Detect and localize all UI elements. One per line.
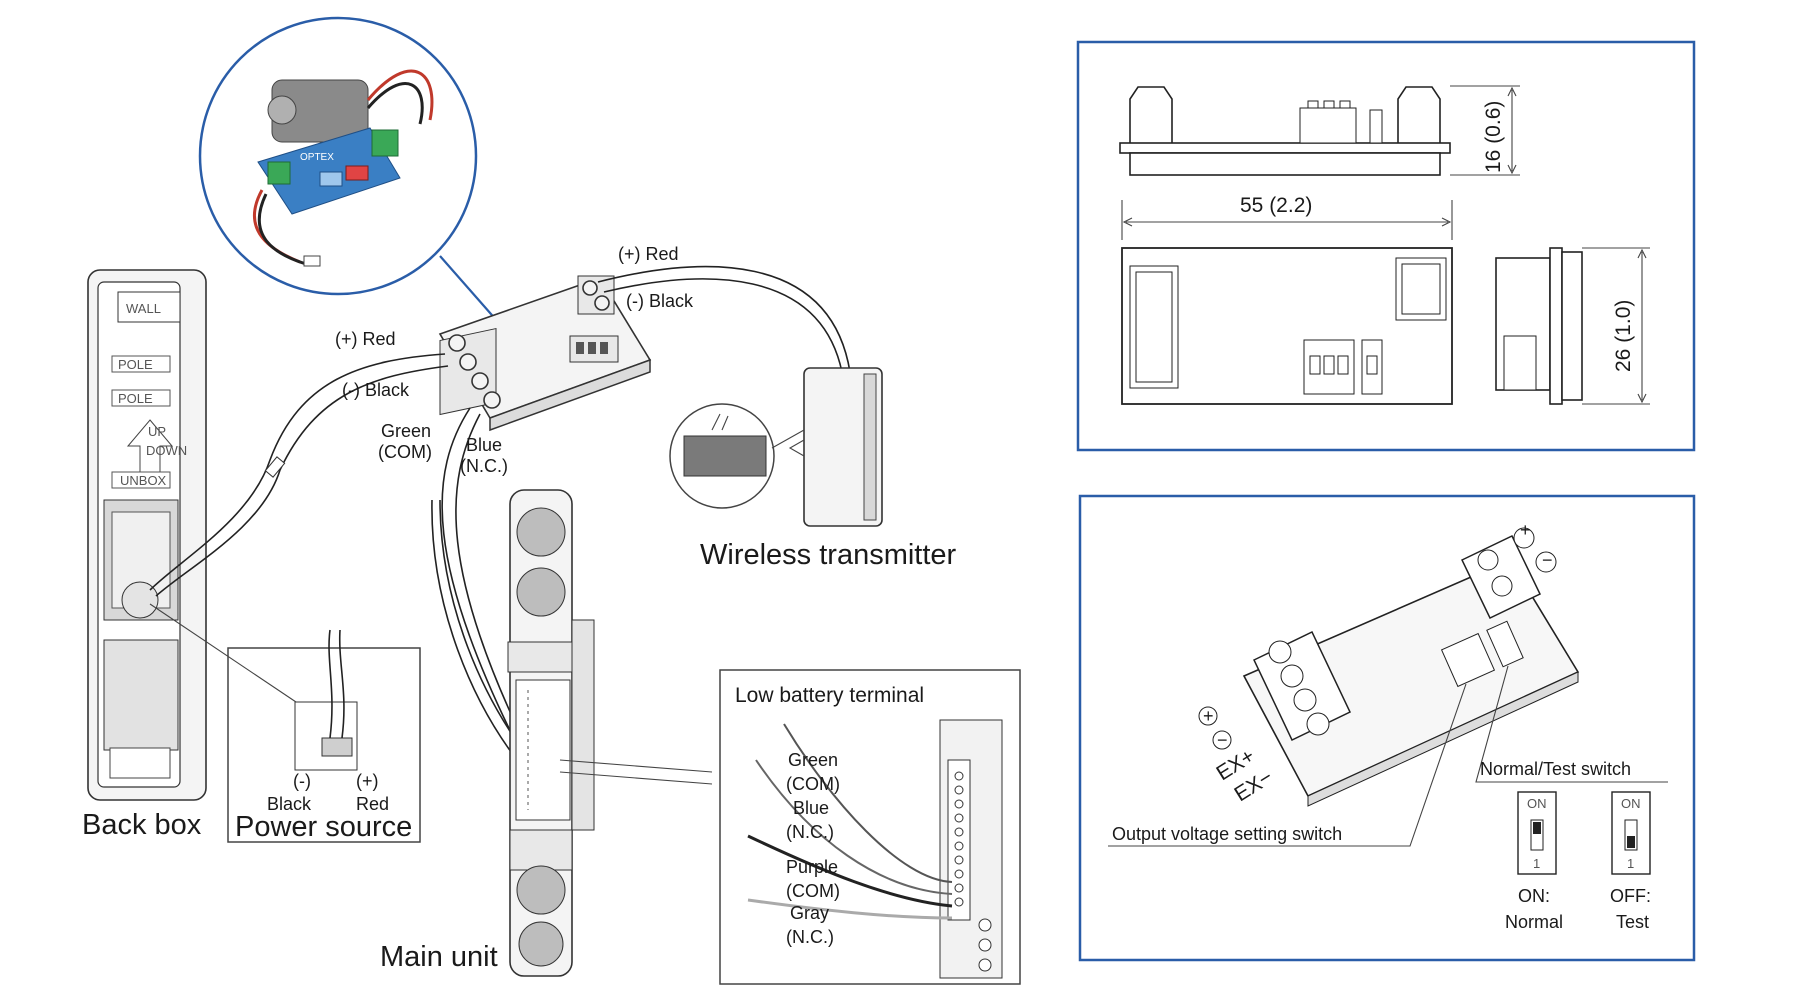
label-blue-sub: (N.C.)	[460, 456, 508, 476]
normal-test-label: Normal/Test switch	[1480, 759, 1631, 779]
photo-logo: OPTEX	[300, 152, 334, 163]
back-box-label: Back box	[82, 809, 202, 841]
label-red-left: (+) Red	[335, 329, 396, 349]
power-plus-color: Red	[356, 794, 389, 814]
label-red-right: (+) Red	[618, 244, 679, 264]
power-minus: (-)	[293, 771, 311, 791]
sw1-one-mark: 1	[1533, 856, 1540, 871]
low-battery-title: Low battery terminal	[735, 684, 924, 707]
dimensions-panel	[1076, 40, 1696, 452]
power-plus: (+)	[356, 771, 379, 791]
lb-wire-0: Green	[788, 750, 838, 770]
module-photo: OPTEX	[198, 16, 478, 296]
sw-plus: +	[1520, 520, 1531, 540]
on-desc: Normal	[1505, 912, 1563, 932]
power-source-box	[227, 629, 421, 843]
label-black-right: (-) Black	[626, 291, 694, 311]
dim-width: 55 (2.2)	[1240, 194, 1312, 217]
low-battery-box	[719, 669, 1021, 985]
lb-wire-1: Blue	[793, 798, 829, 818]
unbox-marking: UNBOX	[120, 473, 167, 488]
label-blue: Blue	[466, 435, 502, 455]
sw2-one-mark: 1	[1627, 856, 1634, 871]
green-wire	[441, 407, 531, 771]
lb-wire-2-sub: (COM)	[786, 881, 840, 901]
power-minus-color: Black	[267, 794, 312, 814]
up-marking: UP	[148, 424, 166, 439]
lb-wire-3-sub: (N.C.)	[786, 927, 834, 947]
switch-panel	[1078, 494, 1696, 962]
sw-ex-minus-sign: −	[1217, 730, 1228, 750]
off-desc: Test	[1616, 912, 1649, 932]
sw1-on-mark: ON	[1527, 796, 1547, 811]
sw-minus: −	[1542, 550, 1553, 570]
center-module	[438, 275, 652, 432]
sw2-on-mark: ON	[1621, 796, 1641, 811]
pole-marking-1: POLE	[118, 357, 153, 372]
output-voltage-label: Output voltage setting switch	[1112, 824, 1342, 844]
right-black-wire	[603, 278, 843, 373]
gray-wire	[431, 499, 531, 777]
sw-ex-plus-sign: +	[1203, 706, 1214, 726]
lb-wire-3: Gray	[790, 903, 829, 923]
on-state: ON:	[1518, 886, 1550, 906]
dim-depth: 26 (1.0)	[1612, 300, 1635, 372]
pole-marking-2: POLE	[118, 391, 153, 406]
label-green-sub: (COM)	[378, 442, 432, 462]
label-black-left: (-) Black	[342, 380, 410, 400]
left-black-wire	[155, 365, 449, 597]
blue-wire	[455, 413, 539, 771]
wall-marking: WALL	[126, 301, 161, 316]
main-unit	[507, 489, 595, 977]
lb-wire-1-sub: (N.C.)	[786, 822, 834, 842]
down-marking: DOWN	[146, 443, 187, 458]
left-red-wire	[149, 353, 446, 591]
right-red-wire	[597, 265, 851, 373]
photo-leader-line	[439, 255, 499, 323]
back-box: WALL POLE POLE UP DOWN UNBOX	[87, 269, 207, 801]
power-leader-line	[149, 603, 297, 703]
label-green: Green	[381, 421, 431, 441]
lb-wire-0-sub: (COM)	[786, 774, 840, 794]
off-state: OFF:	[1610, 886, 1651, 906]
lb-wire-2: Purple	[786, 857, 838, 877]
dim-height: 16 (0.6)	[1482, 101, 1505, 173]
wireless-label: Wireless transmitter	[700, 539, 957, 571]
power-source-label: Power source	[235, 811, 412, 843]
wireless-transmitter	[669, 367, 883, 527]
main-unit-label: Main unit	[380, 941, 498, 973]
